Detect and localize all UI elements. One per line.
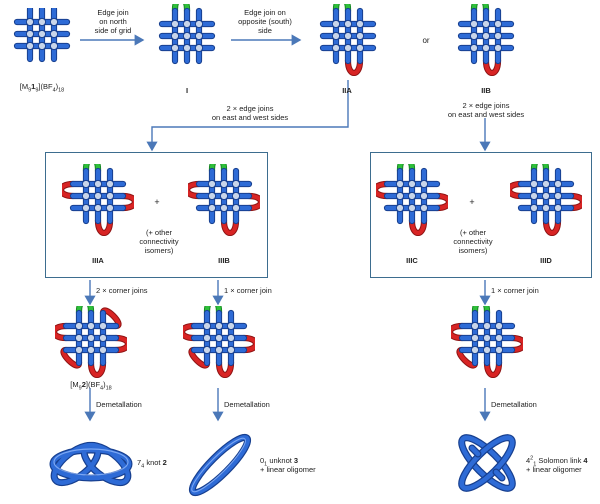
arrow-IIA-to-box1 — [146, 80, 349, 152]
grid-IIIA — [62, 164, 134, 236]
start-compound-label: [M919](BF4)18 — [19, 82, 65, 94]
grid-I — [158, 4, 216, 65]
label-IIB: IIB — [481, 86, 491, 95]
label-or: or — [422, 36, 430, 45]
knot-complex-label: [M92](BF4)18 — [70, 380, 112, 392]
step-9-label: Demetallation — [224, 400, 270, 409]
step-6-label: 1 × corner join — [224, 286, 272, 295]
step-7-label: 1 × corner join — [491, 286, 539, 295]
grid-knot-complex — [55, 306, 127, 378]
label-IIIB: IIIB — [218, 256, 230, 265]
grid-unknot-complex — [183, 306, 255, 378]
grid-IIIB — [188, 164, 260, 236]
solomon-link-4-2-1 — [458, 434, 516, 492]
grid-start — [13, 8, 71, 63]
grid-link-complex — [451, 306, 523, 378]
unknot-product-label: 01 unknot 3 + linear oligomer — [260, 456, 316, 474]
link-product-label: 421 Solomon link 4 + linear oligomer — [526, 455, 588, 474]
plus-left: + — [154, 197, 160, 207]
knot-product-label: 74 knot 2 — [137, 458, 167, 470]
label-I: I — [185, 86, 189, 95]
step-8-label: Demetallation — [96, 400, 142, 409]
grid-IIID — [510, 164, 582, 236]
grid-IIB — [457, 4, 515, 76]
label-IIA: IIA — [342, 86, 352, 95]
label-IIIC: IIIC — [406, 256, 418, 265]
unknot-0-1 — [188, 433, 252, 497]
step-5-label: 2 × corner joins — [96, 286, 148, 295]
isomer-box-left — [45, 152, 268, 278]
plus-right: + — [469, 197, 475, 207]
label-IIID: IIID — [540, 256, 552, 265]
isomer-box-right — [370, 152, 592, 278]
label-IIIA: IIIA — [92, 256, 104, 265]
knot-7-4 — [49, 441, 133, 487]
step-10-label: Demetallation — [491, 400, 537, 409]
grid-IIIC — [376, 164, 448, 236]
grid-IIA — [319, 4, 377, 76]
